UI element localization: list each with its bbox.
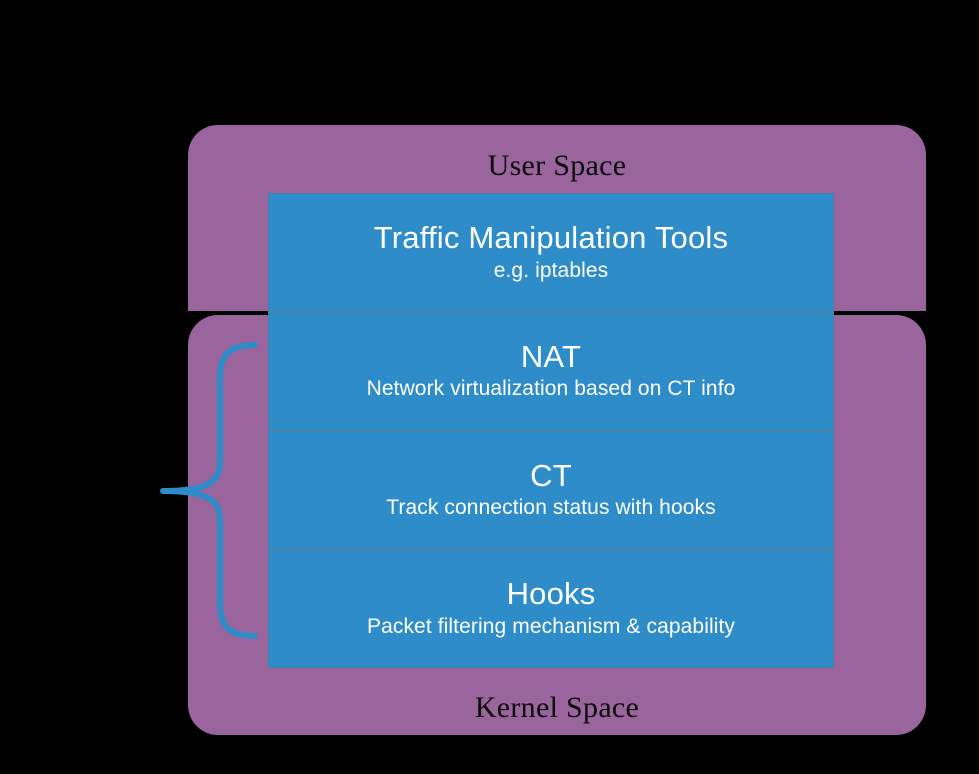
layer-title: Hooks xyxy=(506,576,596,612)
layer-hooks[interactable]: Hooks Packet filtering mechanism & capab… xyxy=(269,548,833,667)
user-space-label: User Space xyxy=(487,149,627,182)
layer-ct[interactable]: CT Track connection status with hooks xyxy=(269,429,833,549)
layer-subtitle: Network virtualization based on CT info xyxy=(366,377,736,401)
layer-title: Traffic Manipulation Tools xyxy=(373,220,729,256)
layer-title: CT xyxy=(530,457,572,493)
layer-subtitle: e.g. iptables xyxy=(493,258,609,282)
kernel-space-label: Kernel Space xyxy=(474,691,640,724)
layer-subtitle: Packet filtering mechanism & capability xyxy=(366,614,736,638)
layer-nat[interactable]: NAT Network virtualization based on CT i… xyxy=(269,310,833,430)
layer-title: NAT xyxy=(520,338,582,374)
layer-stack: Traffic Manipulation Tools e.g. iptables… xyxy=(268,193,834,668)
layer-subtitle: Track connection status with hooks xyxy=(386,496,716,520)
layer-traffic-manipulation-tools[interactable]: Traffic Manipulation Tools e.g. iptables xyxy=(269,194,833,311)
